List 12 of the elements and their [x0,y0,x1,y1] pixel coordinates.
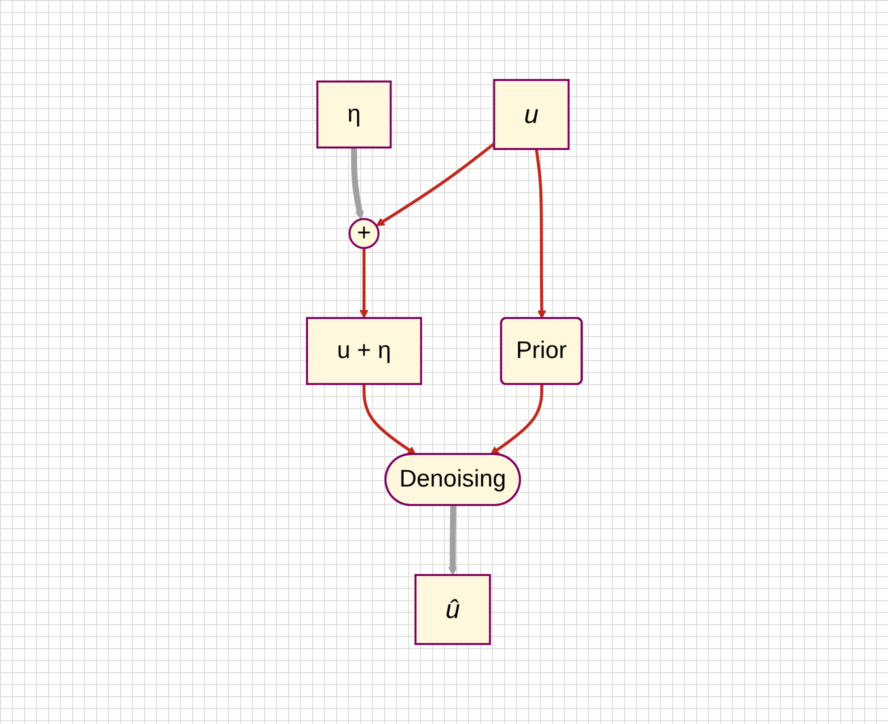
arrow [362,384,416,455]
node-circle: + [348,218,380,249]
arrow [490,384,544,455]
arrow [448,505,457,576]
node-box: u [492,78,570,150]
arrow [350,147,364,220]
node-box: u + η [306,317,422,385]
arrow [359,248,368,318]
node-box: η [316,80,392,148]
arrow [376,142,495,226]
arrow [534,148,546,319]
node-box: û [414,574,491,645]
